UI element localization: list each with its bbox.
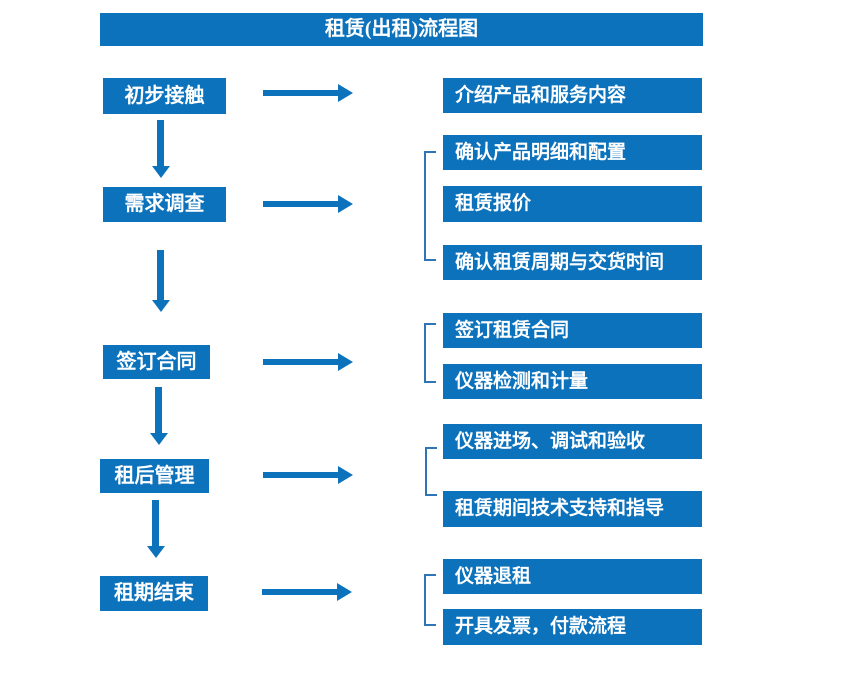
arrow-shaft (155, 387, 162, 433)
arrow-shaft (262, 589, 338, 595)
right-arrow (263, 353, 353, 371)
step-box-contract-signing: 签订合同 (103, 345, 210, 379)
detail-box: 仪器进场、调试和验收 (443, 424, 702, 459)
arrow-shaft (263, 472, 339, 478)
step-box-lease-end: 租期结束 (100, 576, 208, 611)
step-box-post-rental-management: 租后管理 (100, 459, 209, 493)
arrow-shaft (157, 250, 164, 300)
arrow-head (337, 583, 352, 601)
arrow-head (338, 466, 353, 484)
right-arrow (263, 195, 353, 213)
right-arrow (263, 466, 353, 484)
right-arrow (263, 84, 353, 102)
detail-box: 签订租赁合同 (443, 313, 702, 348)
detail-box: 确认产品明细和配置 (443, 135, 702, 170)
arrow-head (338, 195, 353, 213)
right-arrow (262, 583, 352, 601)
detail-box: 确认租赁周期与交货时间 (443, 245, 702, 280)
flowchart-title: 租赁(出租)流程图 (100, 13, 703, 46)
down-arrow (152, 250, 170, 312)
arrow-head (152, 166, 170, 178)
arrow-shaft (263, 201, 339, 207)
arrow-head (147, 546, 165, 558)
arrow-head (152, 300, 170, 312)
detail-box: 仪器检测和计量 (443, 364, 702, 399)
arrow-head (150, 433, 168, 445)
arrow-shaft (152, 500, 159, 546)
down-arrow (150, 387, 168, 445)
step-box-initial-contact: 初步接触 (103, 78, 226, 114)
detail-box: 开具发票，付款流程 (443, 609, 702, 645)
detail-box: 介绍产品和服务内容 (443, 78, 702, 113)
arrow-head (338, 353, 353, 371)
arrow-shaft (263, 359, 339, 365)
group-bracket (425, 447, 437, 496)
detail-box: 仪器退租 (443, 559, 702, 594)
group-bracket (424, 151, 436, 261)
arrow-shaft (157, 120, 164, 166)
detail-box: 租赁期间技术支持和指导 (443, 491, 702, 527)
detail-box: 租赁报价 (443, 186, 702, 222)
arrow-head (338, 84, 353, 102)
arrow-shaft (263, 90, 339, 96)
down-arrow (152, 120, 170, 178)
step-box-demand-survey: 需求调查 (103, 187, 226, 222)
down-arrow (147, 500, 165, 558)
group-bracket (424, 574, 436, 626)
group-bracket (424, 323, 436, 383)
